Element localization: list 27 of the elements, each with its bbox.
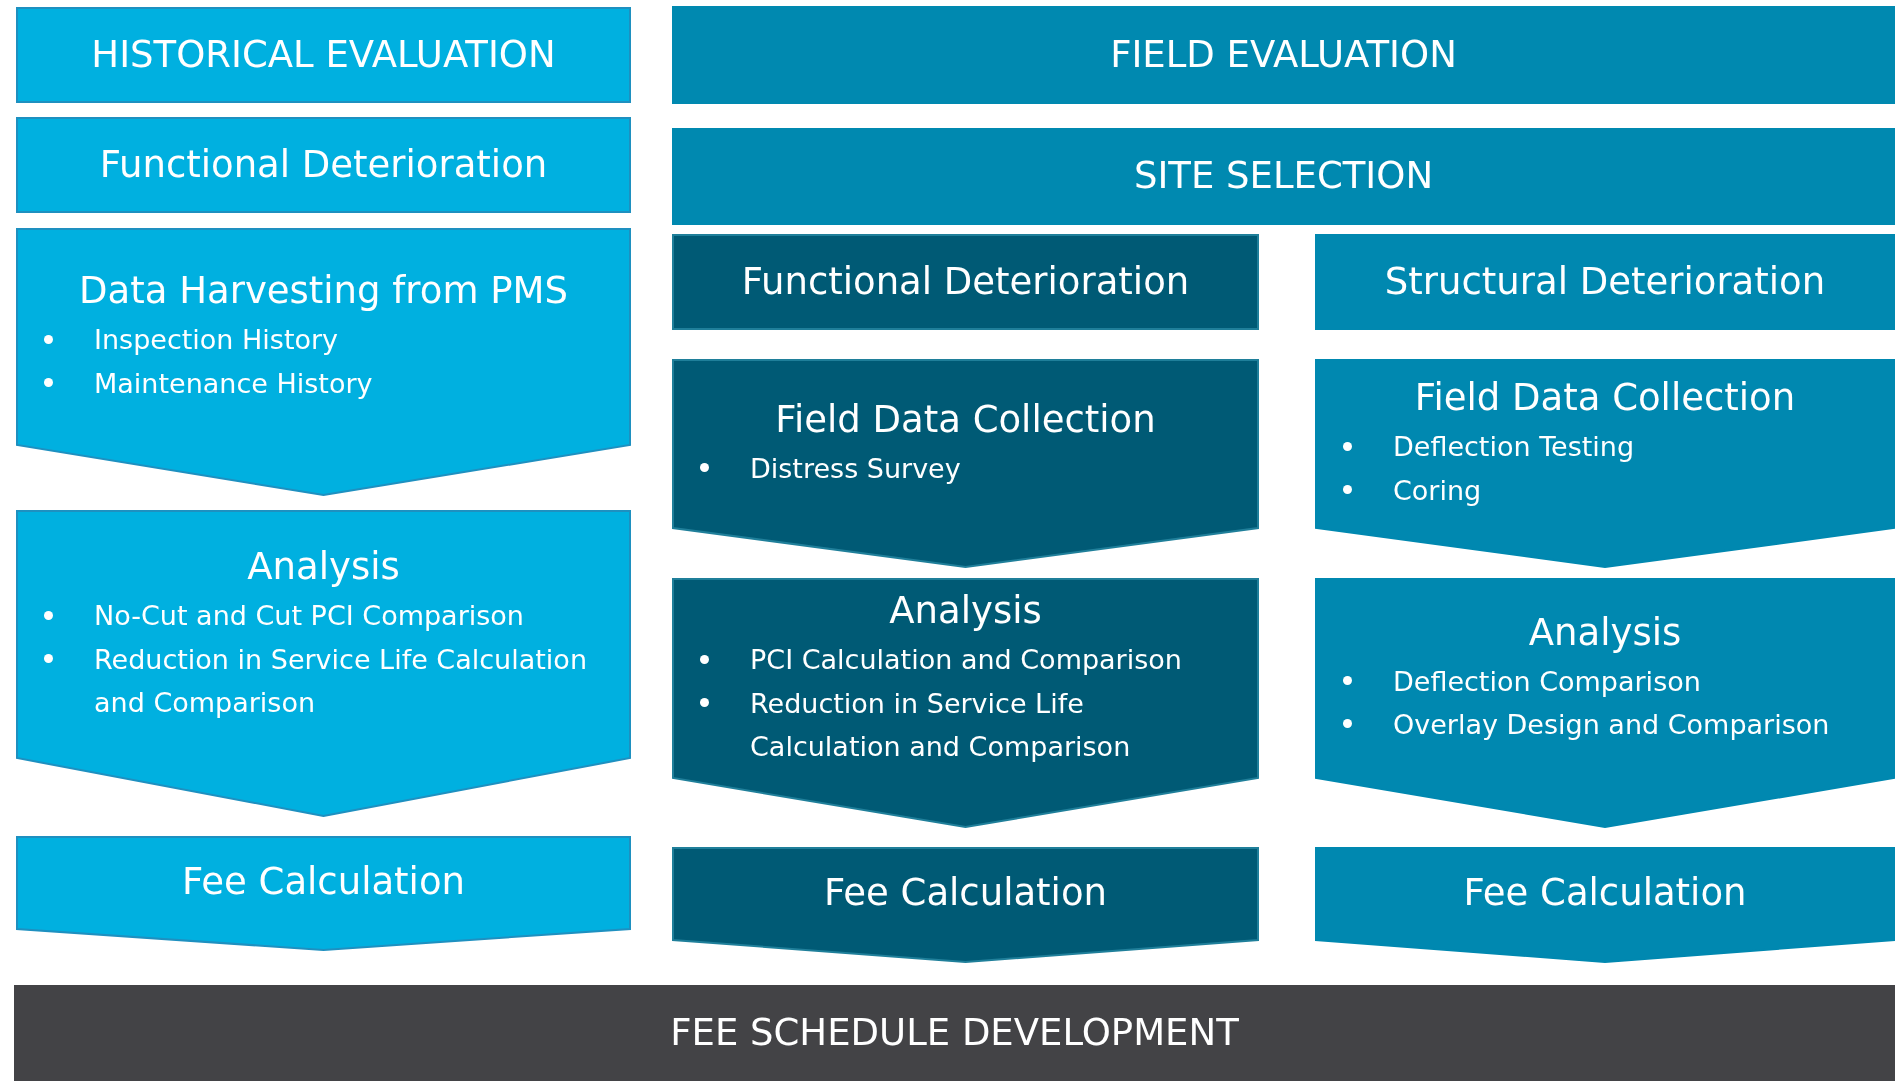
heading-text: FEE SCHEDULE DEVELOPMENT [669,1009,1240,1056]
heading-text: SITE SELECTION [1132,153,1435,200]
heading-text: Fee Calculation [181,859,466,906]
bullet-item: Reduction in Service Life Calculation and Comparison [94,643,587,718]
heading-text: Functional Deterioration [740,258,1191,305]
heading-text: Fee Calculation [1462,870,1748,917]
bullet-item: Deflection Comparison [1393,665,1701,697]
bullet-item: Deflection Testing [1393,431,1635,463]
bullet-item: Overlay Design and Comparison [1393,709,1830,741]
bullet-item: Maintenance History [94,367,373,399]
bullet-item: Coring [1393,474,1482,506]
heading-text: Data Harvesting from PMS [78,268,569,315]
bullet-item: PCI Calculation and Comparison [750,644,1182,676]
bullet-item: Inspection History [94,324,339,356]
heading-text: Analysis [246,544,401,591]
bullet-item: Reduction in Service Life Calculation and Comparison [750,687,1131,762]
heading-text: Fee Calculation [823,870,1108,917]
heading-text: HISTORICAL EVALUATION [90,31,557,78]
heading-text: Field Data Collection [774,396,1157,443]
heading-text: Analysis [1527,609,1683,656]
bullet-item: No-Cut and Cut PCI Comparison [94,600,524,632]
heading-text: Field Data Collection [1413,375,1797,422]
heading-text: Structural Deterioration [1383,258,1827,305]
bullet-item: Distress Survey [750,453,961,485]
heading-text: FIELD EVALUATION [1109,31,1458,78]
heading-text: Analysis [888,588,1043,635]
heading-text: Functional Deterioration [98,141,549,188]
